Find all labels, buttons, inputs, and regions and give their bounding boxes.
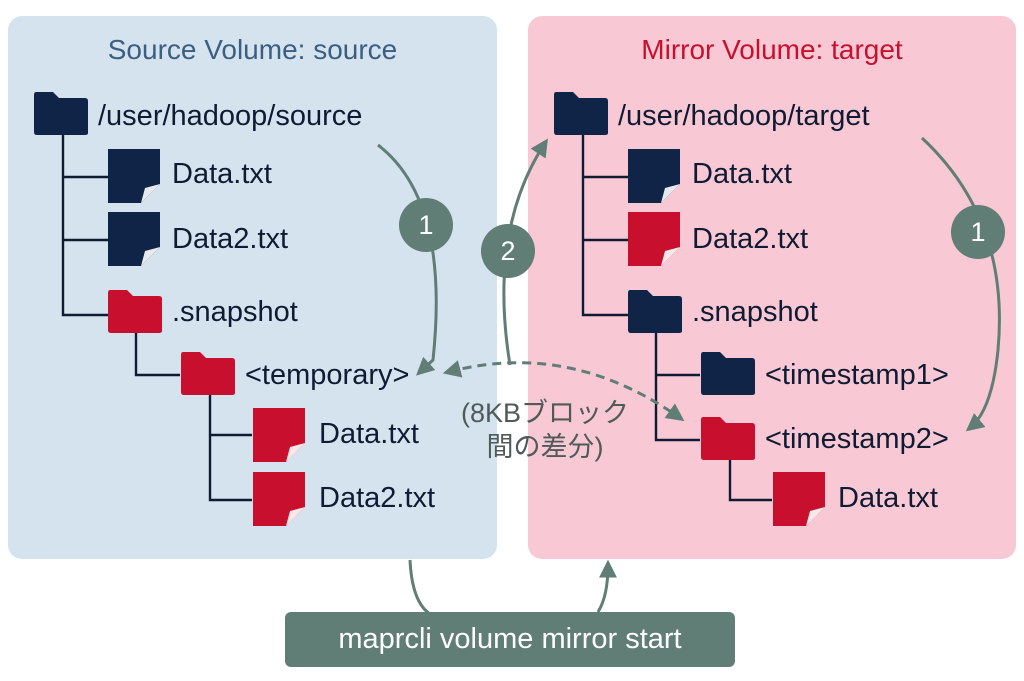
diff-note: (8KBブロック 間の差分) bbox=[450, 396, 640, 464]
step2-badge: 2 bbox=[481, 224, 535, 278]
source-data2-label: Data2.txt bbox=[172, 223, 289, 255]
target-snapshot-label: .snapshot bbox=[692, 296, 818, 328]
mirror-volume-panel: Mirror Volume: target bbox=[528, 16, 1016, 559]
source-temporary-label: <temporary> bbox=[245, 359, 410, 391]
source-temporary-data-label: Data.txt bbox=[319, 418, 419, 450]
source-root-label: /user/hadoop/source bbox=[98, 100, 363, 132]
source-data-label: Data.txt bbox=[172, 158, 272, 190]
target-root-label: /user/hadoop/target bbox=[618, 100, 870, 132]
target-timestamp-data-label: Data.txt bbox=[838, 482, 938, 514]
target-timestamp1-label: <timestamp1> bbox=[765, 359, 949, 391]
source-volume-panel: Source Volume: source bbox=[8, 16, 497, 559]
diff-note-line1: (8KBブロック bbox=[460, 398, 630, 428]
mirror-start-command: maprcli volume mirror start bbox=[285, 612, 735, 667]
target-timestamp2-label: <timestamp2> bbox=[765, 423, 949, 455]
step1-target-badge: 1 bbox=[951, 205, 1005, 259]
mirror-volume-title: Mirror Volume: target bbox=[641, 34, 903, 65]
source-volume-title: Source Volume: source bbox=[107, 34, 398, 65]
command-from-source-line bbox=[408, 559, 431, 616]
command-to-target-arrow bbox=[596, 559, 617, 613]
diff-note-line2: 間の差分) bbox=[486, 432, 604, 462]
step1-source-badge: 1 bbox=[399, 198, 453, 252]
target-data2-label: Data2.txt bbox=[692, 223, 809, 255]
target-data-label: Data.txt bbox=[692, 158, 792, 190]
source-snapshot-label: .snapshot bbox=[172, 296, 298, 328]
source-temporary-data2-label: Data2.txt bbox=[319, 482, 436, 514]
